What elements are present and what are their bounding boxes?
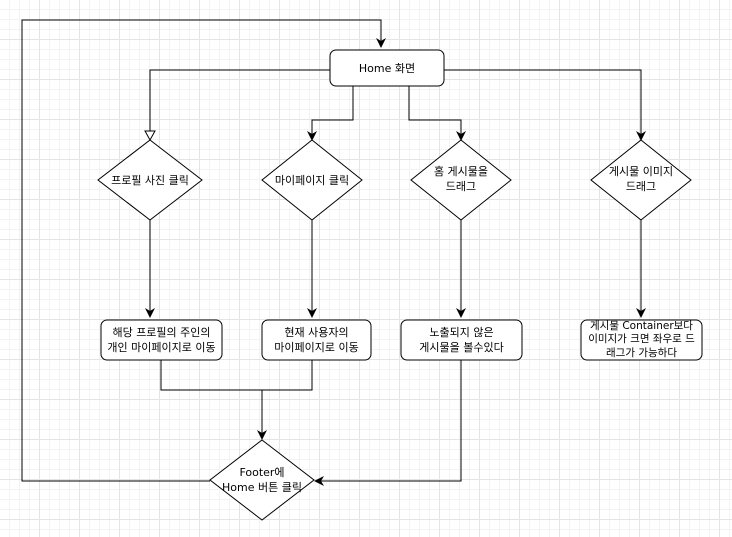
owner-mypage-process: [100, 319, 223, 361]
post-image-drag-label: 게시물 이미지 드래그: [608, 165, 674, 193]
edge-hidden-posts-to-footer: [314, 360, 462, 486]
image-left-right-process: [580, 319, 703, 361]
edge-home-to-post-drag: [408, 86, 466, 141]
edge-home-to-image-drag: [444, 69, 646, 141]
edge-current-mypage-merge: [262, 360, 313, 391]
mypage-click-decision: [261, 139, 363, 221]
edge-footer-loop-to-home: [21, 19, 386, 482]
footer-home-click-decision: [209, 439, 315, 521]
profile-photo-click-label: 프로필 사진 클릭: [111, 173, 189, 187]
hidden-posts-process: [400, 319, 523, 361]
edge-home-to-mypage-click: [307, 86, 354, 141]
image-left-right-label: 게시물 Container보다 이미지가 크면 좌우로 드 래그가 가능하다: [588, 319, 695, 359]
home-screen-label: Home 화면: [358, 61, 416, 75]
current-mypage-process: [261, 319, 372, 361]
footer-home-click-label: Footer에 Home 버튼 클릭: [222, 466, 302, 494]
home-post-drag-decision: [410, 139, 512, 221]
home-screen-node: [329, 49, 445, 87]
hidden-posts-label: 노출되지 않은 게시물을 볼수있다: [419, 326, 504, 354]
mypage-click-label: 마이페이지 클릭: [274, 173, 350, 187]
owner-mypage-label: 해당 프로필의 주인의 개인 마이페이지로 이동: [107, 326, 216, 354]
home-post-drag-label: 홈 게시물을 드래그: [433, 165, 489, 193]
profile-photo-click-decision: [97, 139, 203, 221]
post-image-drag-decision: [590, 139, 692, 221]
edge-owner-mypage-merge: [160, 360, 262, 391]
edge-home-to-profile-click: [144, 69, 330, 142]
current-mypage-label: 현재 사용자의 마이페이지로 이동: [274, 326, 359, 354]
